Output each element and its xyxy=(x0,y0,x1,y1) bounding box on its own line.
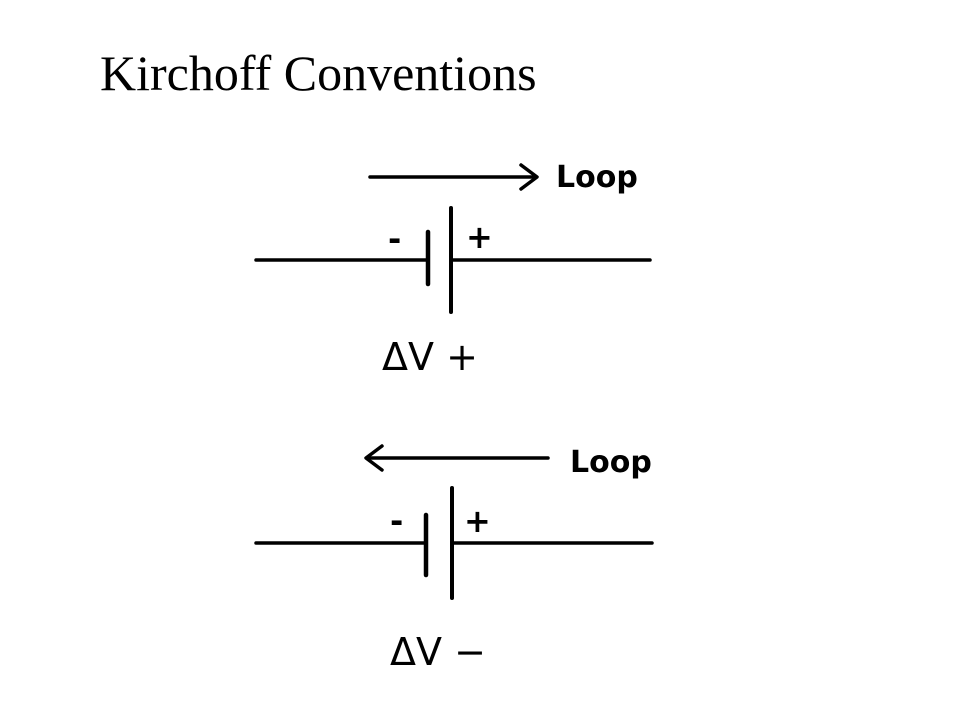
loop-label: Loop xyxy=(556,160,638,195)
minus-sign: - xyxy=(388,220,401,258)
loop-label: Loop xyxy=(570,445,652,480)
plus-sign: + xyxy=(466,218,493,256)
battery-diagram-2: Loop - + ΔV − xyxy=(254,444,654,674)
loop-arrow-left xyxy=(364,444,550,472)
loop-arrow-right xyxy=(368,163,539,191)
arrow-head-left-icon xyxy=(364,444,384,472)
plus-sign: + xyxy=(464,502,491,540)
delta-v-label: ΔV + xyxy=(382,335,478,379)
delta-v-label: ΔV − xyxy=(390,630,486,674)
battery-diagram-1: Loop - + ΔV + xyxy=(254,160,652,379)
slide-title: Kirchoff Conventions xyxy=(100,45,537,101)
minus-sign: - xyxy=(390,502,403,540)
arrow-head-right-icon xyxy=(519,163,539,191)
